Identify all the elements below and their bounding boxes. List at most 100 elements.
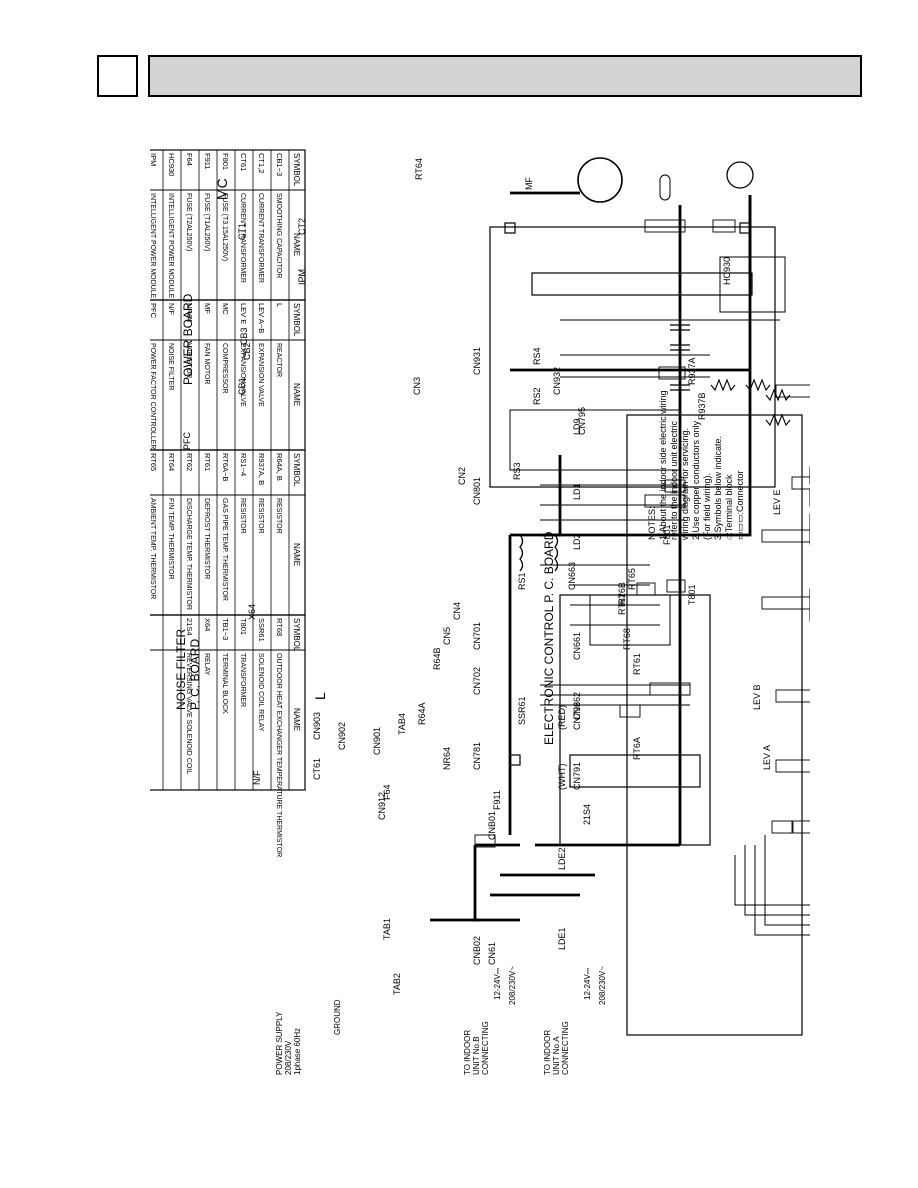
tab2-label: TAB2	[392, 973, 402, 995]
legend-name: FUSE (T2AL250V)	[185, 193, 192, 251]
wiring-diagram: NOISE FILTER P. C. BOARD POWER BOARD ELE…	[150, 149, 810, 1075]
ct1	[504, 222, 516, 234]
cb3	[670, 324, 690, 331]
indoor-a-dc: 12-24V⎓	[583, 967, 592, 1000]
legend-symbol: PFC	[150, 303, 158, 319]
legend-name: RESISTOR	[275, 498, 282, 534]
note-3b: ▭▭▭:Connector	[735, 470, 745, 540]
cn61-block	[474, 834, 496, 848]
legend-name: CURRENT TRANSFORMER	[257, 193, 264, 283]
legend-symbol: RT62	[185, 453, 194, 471]
legend-name: OUTDOOR HEAT EXCHANGER TEMPERATURE THERM…	[275, 653, 282, 857]
cnb02-label: CNB02	[472, 936, 482, 965]
legend-symbol: CT1,2	[257, 153, 266, 173]
rt62-label: RT62	[617, 593, 627, 615]
ipm-block	[531, 272, 753, 296]
note-3a: ○:Terminal block	[724, 474, 734, 540]
lev-e-label: LEV E	[772, 489, 782, 515]
cn701-block	[664, 479, 686, 493]
ipm-label: IPM	[297, 269, 307, 285]
cn661-label: CN661	[572, 632, 582, 660]
legend-name: INTELLIGENT POWER MODULE	[167, 193, 174, 299]
indoor-b-label-2: UNIT No.B	[472, 1036, 481, 1075]
rs4	[710, 378, 736, 392]
lev-a-label: LEV A	[762, 745, 772, 770]
legend-name: FIN TEMP. THERMISTOR	[167, 498, 174, 580]
pfc-outline	[509, 409, 681, 471]
legend-header-name: NAME	[292, 383, 301, 406]
cn801-label: CN801	[472, 477, 482, 505]
cn3-label: CN3	[412, 377, 422, 395]
indoor-a-ac: 208/230V~	[598, 966, 607, 1005]
reactor-coil-1	[519, 534, 524, 572]
indoor-a-label-2: UNIT No.A	[552, 1036, 561, 1075]
wht-paren: (WHT)	[557, 764, 567, 791]
cnb01-label: CNB01	[487, 811, 497, 840]
tab4-label: TAB4	[397, 713, 407, 735]
note-1b: refer to the indoor unit electric	[669, 420, 679, 540]
hc930-label: HC930	[722, 257, 732, 285]
cnb02-block	[771, 820, 793, 834]
rs3-label: RS3	[512, 462, 522, 480]
cn792-block	[775, 689, 810, 703]
legend-symbol: N/F	[167, 303, 176, 316]
legend-symbol: RT6A~B	[221, 453, 230, 481]
ct1-label: CT1	[237, 223, 247, 240]
legend-symbol: L	[275, 303, 284, 307]
cn932-block	[712, 219, 736, 233]
cn662-label: CN662	[572, 692, 582, 720]
legend-name: EXPANSION VALVE	[239, 343, 246, 407]
t801-label: T801	[687, 584, 697, 605]
lev-b-label: LEV B	[752, 684, 762, 710]
cn702-block	[644, 494, 686, 508]
pfc-label: PFC	[182, 431, 192, 450]
l1-wire	[473, 845, 520, 922]
legend-symbol: NR64	[185, 303, 194, 322]
cn903-block	[636, 582, 656, 596]
cn795-block	[775, 384, 810, 398]
r937b-label: R937B	[697, 392, 707, 420]
legend-name: RESISTOR	[239, 498, 246, 534]
legend-symbol: F911	[203, 153, 212, 170]
legend-name: NOISE FILTER	[167, 343, 174, 390]
legend-name: REVERSING VALVE SOLENOID COIL	[185, 653, 192, 774]
legend-symbol: IPM	[150, 153, 158, 166]
indoor-b-dc: 12-24V⎓	[493, 967, 502, 1000]
nf-block	[569, 754, 701, 788]
ld1-label: LD1	[572, 483, 582, 500]
notes-block: NOTES: 1.About the indoor side electric …	[647, 390, 745, 541]
indoor-a-label-3: CONNECTING	[561, 1021, 570, 1075]
cn801-block	[658, 366, 686, 380]
cn61-label: CN61	[487, 942, 497, 965]
f64-label: F64	[382, 784, 392, 800]
nr64-label: NR64	[442, 747, 452, 770]
ec-pcb-label: ELECTRONIC CONTROL P. C. BOARD	[542, 531, 556, 745]
legend-symbol: RT61	[203, 453, 212, 471]
rs1	[765, 388, 791, 402]
legend-column	[150, 614, 306, 791]
cn795-label: CN795	[577, 407, 587, 435]
reactor-label: L	[312, 692, 328, 700]
rt64-label: RT64	[414, 158, 424, 180]
rs2	[765, 413, 791, 427]
legend-name: INTELLIGENT POWER MODULE	[150, 193, 156, 299]
red-paren: (RED)	[557, 705, 567, 730]
legend-header-name: NAME	[292, 543, 301, 566]
legend-symbol: X64	[203, 618, 212, 631]
legend-symbol: RT68	[275, 618, 284, 636]
x64-outline	[589, 594, 671, 646]
legend-symbol: R937A, B	[257, 453, 266, 485]
legend-symbol: RT64	[167, 453, 176, 471]
cn702-label: CN702	[472, 667, 482, 695]
legend-header-name: NAME	[292, 233, 301, 256]
cn791-label: CN791	[572, 762, 582, 790]
r937a-label: R937A	[687, 357, 697, 385]
cb2	[670, 344, 690, 351]
ct2-label: CT2	[297, 218, 307, 235]
legend-name: TERMINAL BLOCK	[221, 653, 228, 714]
cb1-label: CB1	[237, 377, 247, 395]
note-2b: (For field wiring).	[702, 473, 712, 540]
legend-symbol: F64	[185, 153, 194, 166]
blu-wire	[754, 845, 810, 936]
cn903-label: CN903	[312, 712, 322, 740]
